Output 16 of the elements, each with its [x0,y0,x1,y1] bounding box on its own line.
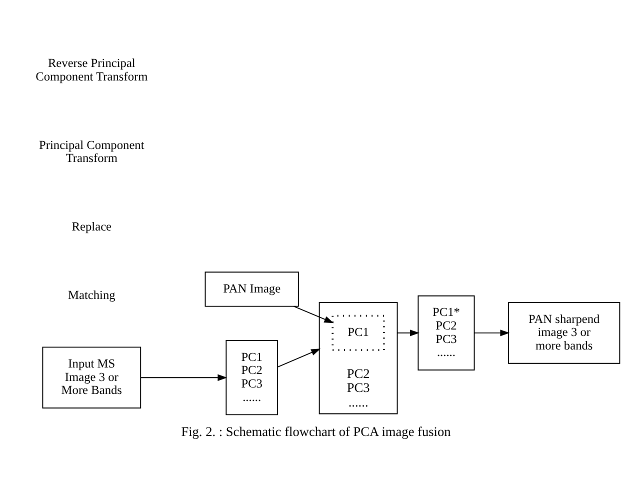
label: Principal Component Transform [39,137,144,165]
arrow [140,374,228,380]
node-box: PC1* PC2 PC3 ...... [418,294,475,370]
arrow [293,305,334,323]
arrow [474,329,510,336]
arrow [396,329,420,336]
label: Replace [72,219,112,234]
label: Matching [68,288,116,302]
arrow [277,348,321,367]
node-box: PAN Image [204,271,299,306]
node-box: PC1 [332,314,385,350]
node-box: PAN sharpend image 3 or more bands [508,302,620,364]
caption: Fig. 2. : Schematic flowchart of PCA image fusion [181,423,451,438]
node-box: Input MS Image 3 or More Bands [42,346,142,408]
label: Reverse Principal Component Transform [36,56,148,83]
node-box: PC1 PC2 PC3 ...... [226,340,278,415]
